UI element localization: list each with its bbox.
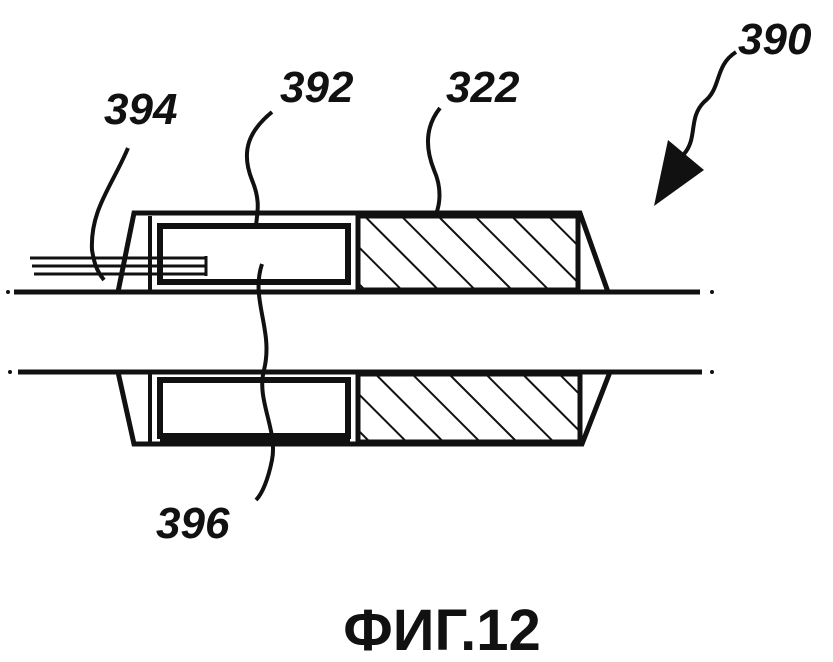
label-322: 322 bbox=[446, 63, 520, 112]
label-392: 392 bbox=[280, 63, 354, 112]
leader-lines bbox=[89, 50, 738, 502]
shaft bbox=[6, 289, 714, 375]
leader-322 bbox=[425, 106, 442, 215]
reference-labels: 394 392 322 390 396 bbox=[104, 15, 812, 548]
upper-band bbox=[114, 210, 612, 295]
label-396: 396 bbox=[156, 499, 230, 548]
label-394: 394 bbox=[104, 85, 177, 134]
upper-coil-ring bbox=[157, 223, 351, 285]
lead-wire bbox=[30, 256, 208, 276]
arrowhead-390 bbox=[654, 140, 704, 206]
shaft-bottom-end-dot-left bbox=[8, 370, 12, 374]
leader-394 bbox=[89, 147, 130, 282]
leader-396 bbox=[254, 263, 276, 502]
lower-hatched-part bbox=[355, 371, 583, 445]
upper-hatched-part bbox=[355, 213, 581, 293]
label-390: 390 bbox=[738, 15, 812, 64]
shaft-top-end-dot-left bbox=[6, 290, 10, 294]
leader-392 bbox=[244, 110, 274, 229]
leader-390 bbox=[682, 50, 738, 156]
shaft-top-end-dot-right bbox=[710, 290, 714, 294]
shaft-bottom-end-dot-right bbox=[710, 370, 714, 374]
figure-caption: ФИГ.12 bbox=[343, 598, 540, 662]
lower-band bbox=[114, 369, 614, 447]
lower-coil-ring bbox=[157, 377, 351, 439]
